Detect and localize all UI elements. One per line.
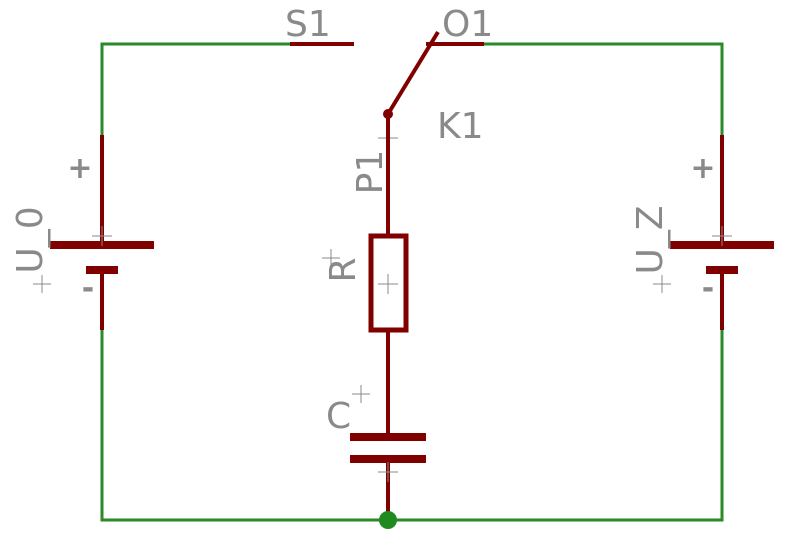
junction-dot [379,511,397,529]
wire-top-right [484,42,724,135]
switch-pin-s1-label: S1 [285,4,331,45]
capacitor-c: C [326,385,426,520]
capacitor-label: C [326,396,351,437]
switch-k1: S1 O1 K1 P1 [285,4,493,194]
source-left-plus-sign: + [67,151,92,186]
source-right-minus-sign: - [702,271,714,306]
switch-name-label: K1 [437,106,484,147]
source-left-minus-sign: - [82,271,94,306]
source-right-label: U_Z [630,205,671,274]
wire-bottom-right [388,330,724,522]
resistor-label: R [323,257,364,282]
wire-bottom-left [100,330,388,522]
voltage-source-right: + - U_Z [630,135,774,330]
voltage-source-left: + - U_0 [10,135,154,330]
wire-top-left [100,42,290,135]
source-left-label: U_0 [10,206,51,273]
resistor-r: R [322,114,409,437]
switch-pin-p1-label: P1 [350,150,391,195]
switch-pin-o1-label: O1 [442,4,493,45]
wires [100,42,724,522]
source-right-plus-sign: + [690,151,715,186]
